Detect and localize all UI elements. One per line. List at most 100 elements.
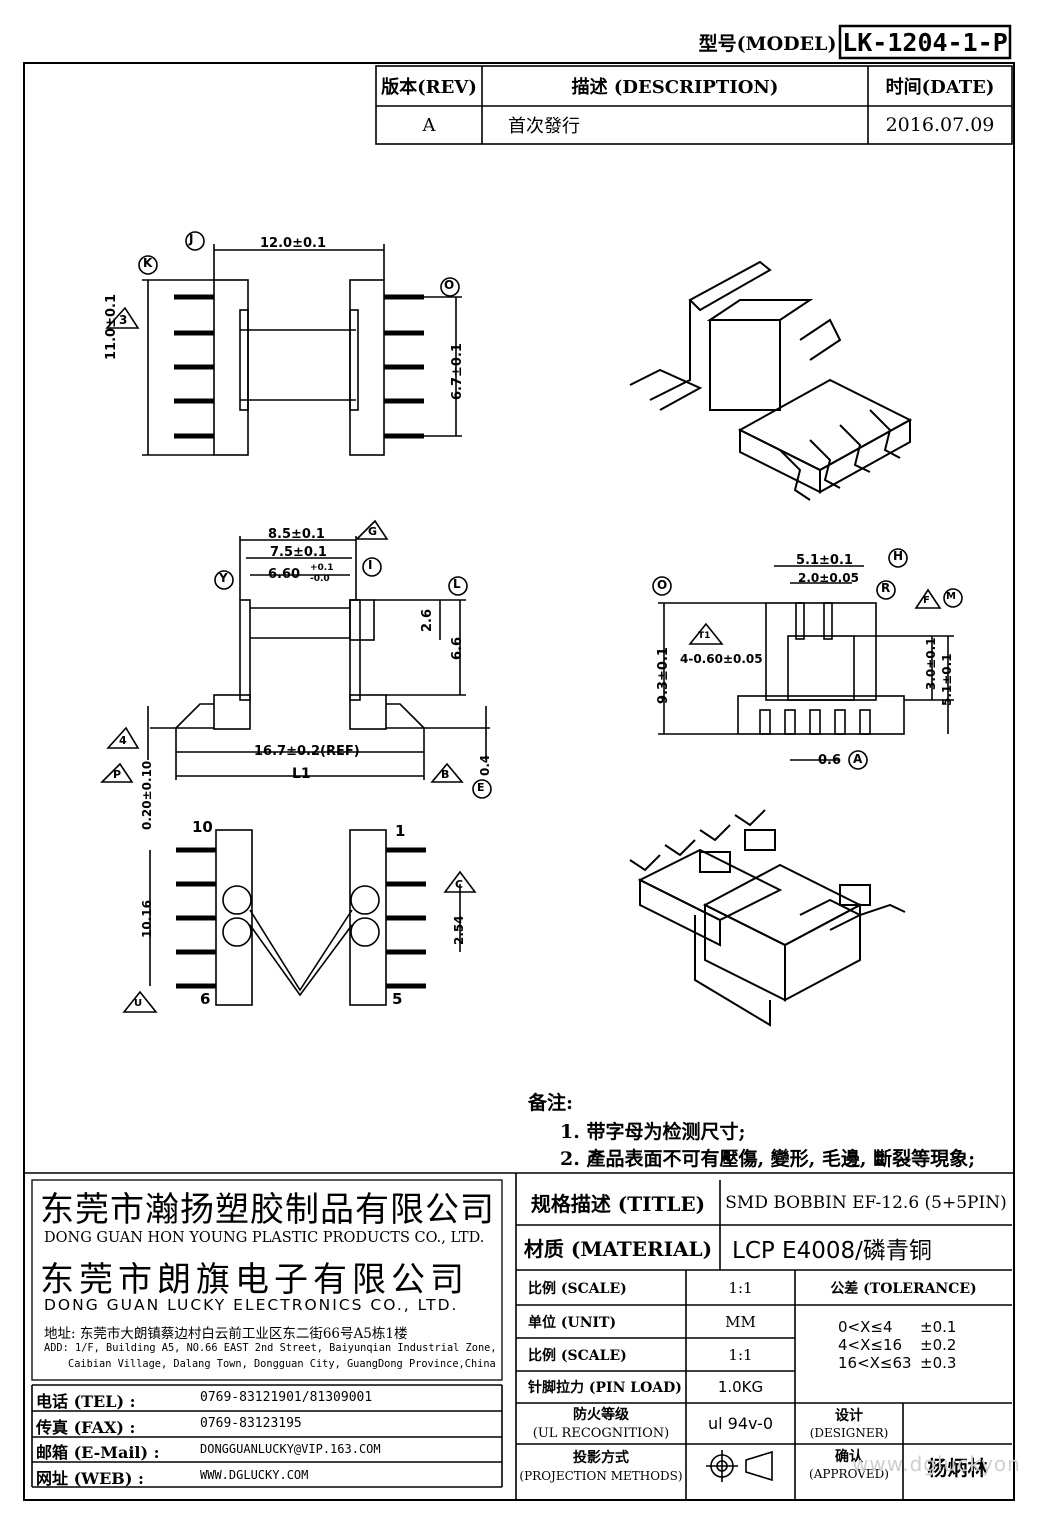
fax-value: 0769-83123195 [200,1416,302,1431]
callout-h: H [893,549,904,563]
dim-side-b: 2.0±0.05 [798,571,859,585]
tol-value-2: ±0.2 [920,1336,957,1354]
unit-label: 单位 (UNIT) [528,1314,617,1331]
desc-value: 首次發行 [508,116,580,137]
company-address-en-1: ADD: 1/F, Building A5, NO.66 EAST 2nd St… [44,1342,497,1354]
company-address-en-2: Caibian Village, Dalang Town, Dongguan C… [68,1358,496,1370]
callout-g: G [368,525,378,538]
pin-label-10: 10 [192,818,213,836]
callout-t1: T1 [698,631,711,641]
approved-label-2: (APPROVED) [809,1467,889,1481]
note-1: 1. 带字母为检测尺寸; [560,1121,746,1143]
date-header: 时间(DATE) [885,77,995,98]
dim-front-d: 2.6 [420,608,435,632]
pin-label-6: 6 [200,990,211,1008]
company-name-cn-1: 东莞市瀚扬塑胶制品有限公司 [40,1190,495,1230]
dim-front-a: 8.5±0.1 [268,527,325,542]
tolerance-label: 公差 (TOLERANCE) [830,1280,977,1297]
title-block-lines [24,1172,1014,1500]
isometric-view-bottom [629,809,906,1027]
dim-bottom-a: 10.16 [140,900,154,938]
designer-label-2: (DESIGNER) [809,1426,889,1440]
email-label: 邮箱 (E-Mail) : [36,1443,160,1462]
email-value: DONGGUANLUCKY@VIP.163.COM [200,1442,381,1456]
pin-label-1: 1 [395,822,406,840]
dim-side-a: 5.1±0.1 [796,553,853,568]
callout-c: C [455,878,464,891]
callout-l: L [453,577,461,591]
date-value: 2016.07.09 [885,114,995,136]
dim-front-h: 0.4 [478,754,492,776]
tol-range-1: 0<X≤4 [838,1318,893,1336]
model-label: 型号(MODEL) [698,32,837,55]
callout-i: I [368,558,373,572]
dim-top-height: 11.0±0.1 [104,294,119,360]
dim-front-c-tol-up: +0.1 [310,563,334,573]
callout-y: Y [219,571,228,585]
dim-side-d: 4-0.60±0.05 [680,652,763,666]
ul-label-1: 防火等级 [573,1407,629,1423]
model-box [838,24,1012,60]
watermark: www.dgluckyon [852,1452,1021,1476]
sheet-border [23,62,1015,1501]
dim-front-c-tol-dn: -0.0 [310,574,330,584]
dim-front-b: 7.5±0.1 [270,545,327,560]
callout-f: F [923,595,930,606]
dim-side-c: 9.3±0.1 [656,647,671,704]
callout-u: U [134,998,143,1009]
dim-top-pin-span: 6.7±0.1 [450,343,465,400]
title-value: SMD BOBBIN EF-12.6 (5+5PIN) [725,1192,1007,1213]
dim-side-e: 3.0±0.1 [924,637,938,690]
notes-title: 备注: [528,1092,574,1114]
material-value: LCP E4008/磷青铜 [732,1237,932,1264]
front-view [100,519,492,799]
dim-front-e: 6.6 [450,636,465,660]
dim-bottom-b: 2.54 [452,915,466,945]
tol-value-1: ±0.1 [920,1318,957,1336]
material-label: 材质 (MATERIAL) [523,1237,713,1261]
projection-symbol-icon [706,1450,773,1482]
callout-r: R [881,581,891,595]
proj-label-2: (PROJECTION METHODS) [519,1469,683,1483]
callout-o-top: O [444,278,455,292]
web-label: 网址 (WEB) : [36,1469,144,1488]
model-number: LK-1204-1-P [842,27,1008,57]
title-label: 规格描述 (TITLE) [530,1192,706,1216]
callout-3: 3 [119,313,128,327]
top-view [105,231,462,456]
note-2: 2. 產品表面不可有壓傷, 變形, 毛邊, 斷裂等現象; [560,1148,976,1170]
callout-j: J [189,232,194,246]
isometric-view-top [629,260,913,501]
pin-label-5: 5 [392,990,403,1008]
callout-e: E [477,781,485,794]
scale-value: 1:1 [728,1278,753,1297]
revision-table-lines [375,65,1013,145]
tel-label: 电话 (TEL) : [36,1392,136,1411]
ul-label-2: (UL RECOGNITION) [532,1425,670,1441]
pinload-label: 针脚拉力 (PIN LOAD) [528,1380,682,1396]
approved-value: 杨炳林 [927,1455,988,1480]
company-name-cn-2: 东莞市朗旗电子有限公司 [40,1260,469,1300]
designer-label-1: 设计 [835,1408,863,1424]
dim-front-g: 0.20±0.10 [140,760,154,830]
company-address-cn: 地址: 东莞市大朗镇蔡边村白云前工业区东二街66号A5栋1楼 [44,1326,408,1342]
rev-value: A [422,114,436,136]
dim-top-width: 12.0±0.1 [260,236,326,251]
tel-value: 0769-83121901/81309001 [200,1390,373,1405]
dim-side-g: 0.6 [818,753,842,768]
rev-header: 版本(REV) [381,77,477,98]
scale2-value: 1:1 [728,1345,753,1364]
callout-o-side: O [657,578,668,592]
callout-m: M [946,591,956,602]
tol-value-3: ±0.3 [920,1354,957,1372]
unit-value: MM [725,1312,756,1331]
dim-side-f: 5.1±0.1 [940,653,954,706]
fax-label: 传真 (FAX) : [36,1418,136,1437]
company-name-en-1: DONG GUAN HON YOUNG PLASTIC PRODUCTS CO.… [44,1230,485,1246]
tol-range-2: 4<X≤16 [838,1336,903,1354]
callout-4: 4 [119,734,127,747]
proj-label-1: 投影方式 [573,1450,629,1466]
ul-value: ul 94v-0 [707,1414,774,1433]
company-name-en-2: DONG GUAN LUCKY ELECTRONICS CO., LTD. [44,1296,459,1314]
